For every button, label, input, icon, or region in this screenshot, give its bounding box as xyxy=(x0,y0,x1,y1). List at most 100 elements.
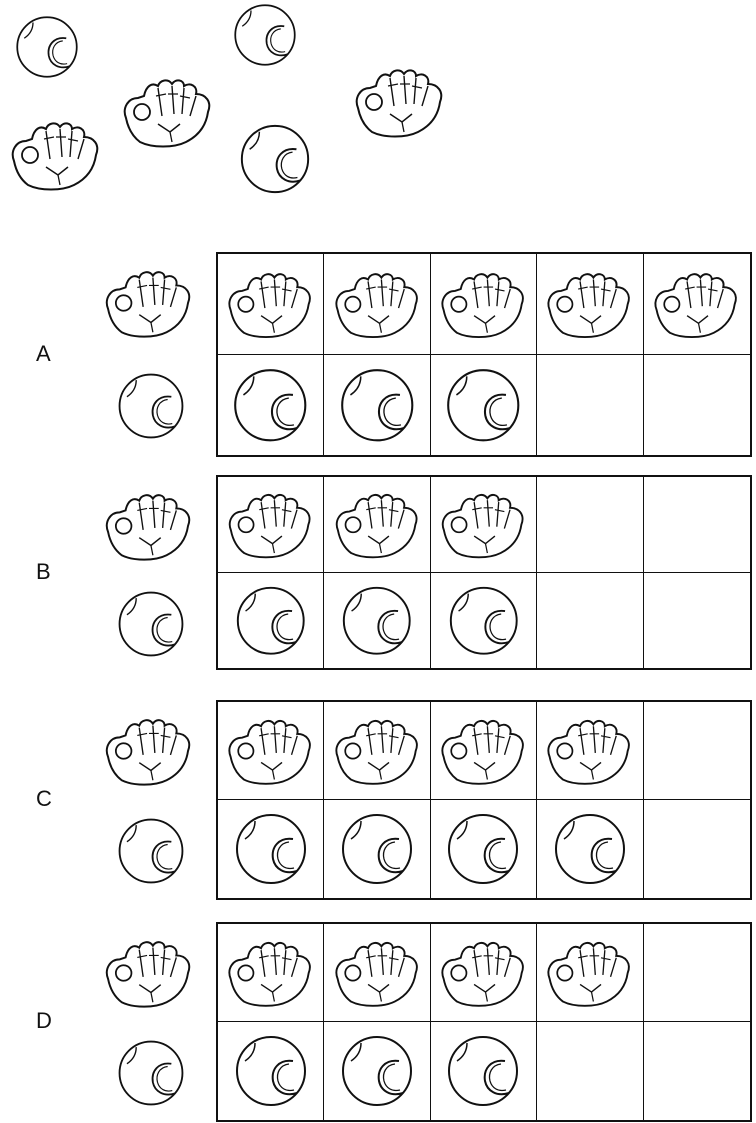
baseball-glove-icon xyxy=(223,712,318,790)
row-key-ball xyxy=(114,1036,188,1110)
ball-cell xyxy=(537,800,643,898)
row-key-ball xyxy=(114,587,188,661)
glove-cell-empty xyxy=(644,702,750,800)
option-letter-b: B xyxy=(36,559,51,585)
ball-cell xyxy=(324,800,430,898)
baseball-glove-icon xyxy=(100,712,198,790)
glove-cell xyxy=(324,254,430,355)
ten-frame-option-a[interactable] xyxy=(216,252,752,457)
scattered-ball xyxy=(230,0,300,70)
glove-cell-empty xyxy=(537,477,643,573)
baseball-icon xyxy=(443,1031,523,1111)
baseball-icon xyxy=(114,814,188,888)
baseball-icon xyxy=(114,369,188,443)
ball-cell xyxy=(324,1022,430,1120)
ball-cell xyxy=(324,573,430,669)
baseball-icon xyxy=(236,120,314,198)
baseball-glove-icon xyxy=(542,934,637,1012)
baseball-glove-icon xyxy=(330,934,425,1012)
ball-cell xyxy=(218,1022,324,1120)
baseball-icon xyxy=(336,364,419,447)
ten-frame-option-d[interactable] xyxy=(216,922,752,1122)
ten-frame-option-c[interactable] xyxy=(216,700,752,900)
baseball-glove-icon xyxy=(100,934,198,1012)
baseball-glove-icon xyxy=(6,115,106,195)
baseball-glove-icon xyxy=(436,934,531,1012)
glove-cell xyxy=(537,254,643,355)
baseball-glove-icon xyxy=(223,934,318,1012)
ball-cell-empty xyxy=(644,800,750,898)
ball-cell xyxy=(431,573,537,669)
baseball-glove-icon xyxy=(436,264,531,345)
scattered-glove xyxy=(6,115,106,195)
scattered-ball xyxy=(236,120,314,198)
ball-cell-empty xyxy=(537,355,643,456)
ball-cell xyxy=(431,800,537,898)
baseball-glove-icon xyxy=(223,487,318,563)
row-key-glove xyxy=(100,487,198,565)
ball-cell-empty xyxy=(644,355,750,456)
baseball-glove-icon xyxy=(223,264,318,345)
ball-cell xyxy=(431,355,537,456)
glove-cell-empty xyxy=(644,924,750,1022)
glove-cell xyxy=(537,702,643,800)
baseball-icon xyxy=(443,809,523,889)
baseball-glove-icon xyxy=(330,712,425,790)
scattered-glove xyxy=(118,72,218,152)
ball-cell xyxy=(431,1022,537,1120)
baseball-icon xyxy=(231,809,311,889)
ball-cell xyxy=(218,355,324,456)
ball-cell xyxy=(218,573,324,669)
baseball-icon xyxy=(550,809,630,889)
glove-cell xyxy=(218,924,324,1022)
option-letter-d: D xyxy=(36,1008,52,1034)
ten-frame-option-b[interactable] xyxy=(216,475,752,670)
baseball-icon xyxy=(114,587,188,661)
glove-cell xyxy=(324,702,430,800)
baseball-glove-icon xyxy=(350,62,450,142)
baseball-glove-icon xyxy=(436,487,531,563)
baseball-icon xyxy=(442,364,525,447)
baseball-icon xyxy=(231,1031,311,1111)
baseball-icon xyxy=(445,582,523,660)
baseball-glove-icon xyxy=(330,487,425,563)
baseball-glove-icon xyxy=(649,264,744,345)
glove-cell xyxy=(431,254,537,355)
ball-cell xyxy=(324,355,430,456)
glove-cell xyxy=(324,924,430,1022)
glove-cell xyxy=(431,477,537,573)
baseball-glove-icon xyxy=(542,264,637,345)
row-key-glove xyxy=(100,934,198,1012)
glove-cell xyxy=(431,702,537,800)
baseball-glove-icon xyxy=(330,264,425,345)
ball-cell-empty xyxy=(644,573,750,669)
row-key-glove xyxy=(100,264,198,342)
glove-cell xyxy=(537,924,643,1022)
baseball-icon xyxy=(232,582,310,660)
baseball-icon xyxy=(337,1031,417,1111)
baseball-icon xyxy=(12,12,82,82)
row-key-glove xyxy=(100,712,198,790)
row-key-ball xyxy=(114,814,188,888)
ball-cell-empty xyxy=(644,1022,750,1120)
glove-cell xyxy=(431,924,537,1022)
baseball-glove-icon xyxy=(436,712,531,790)
option-letter-a: A xyxy=(36,341,51,367)
glove-cell xyxy=(218,477,324,573)
baseball-icon xyxy=(230,0,300,70)
ball-cell-empty xyxy=(537,1022,643,1120)
baseball-icon xyxy=(337,809,417,889)
glove-cell-empty xyxy=(644,477,750,573)
glove-cell xyxy=(218,702,324,800)
ball-cell-empty xyxy=(537,573,643,669)
glove-cell xyxy=(324,477,430,573)
scattered-glove xyxy=(350,62,450,142)
glove-cell xyxy=(644,254,750,355)
row-key-ball xyxy=(114,369,188,443)
glove-cell xyxy=(218,254,324,355)
baseball-icon xyxy=(229,364,312,447)
baseball-glove-icon xyxy=(118,72,218,152)
baseball-glove-icon xyxy=(100,487,198,565)
baseball-glove-icon xyxy=(100,264,198,342)
scattered-ball xyxy=(12,12,82,82)
